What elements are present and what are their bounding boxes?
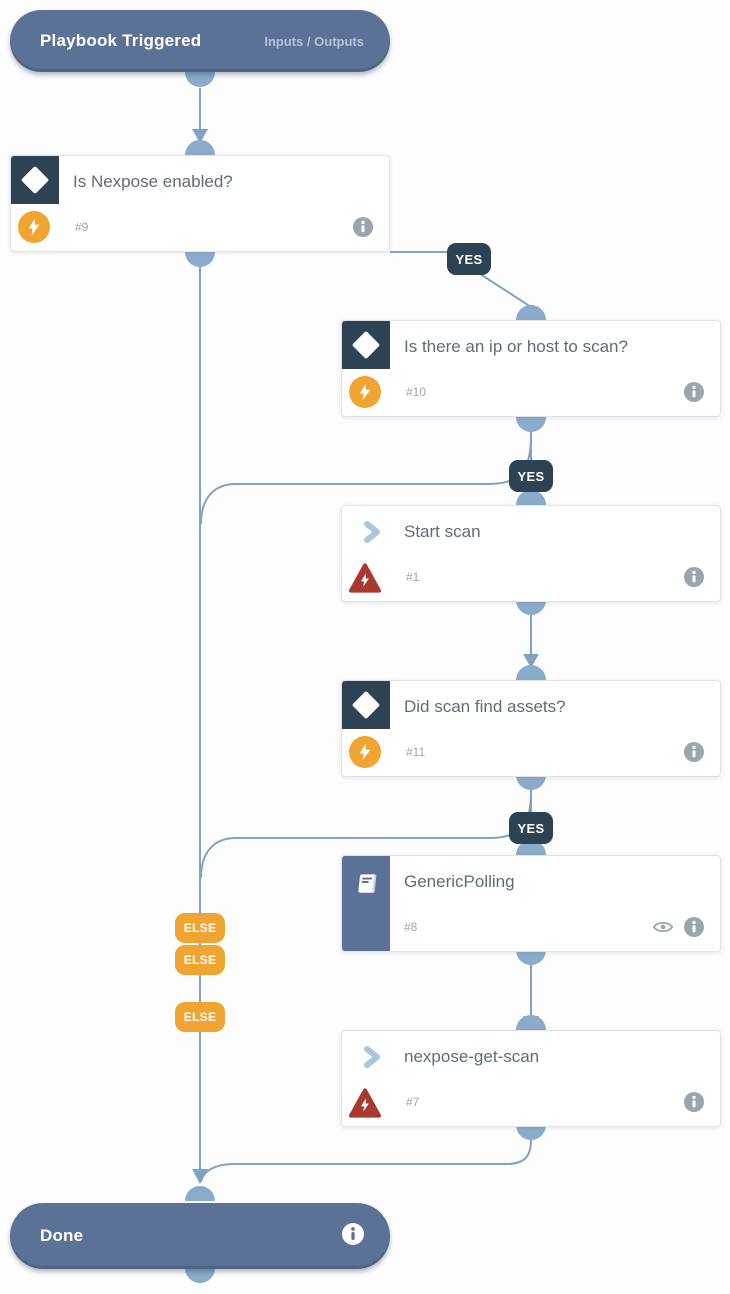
- task-title: GenericPolling: [404, 872, 515, 891]
- automation-bolt-icon: [349, 736, 381, 768]
- playbook-triggered-header[interactable]: Playbook Triggered Inputs / Outputs: [10, 10, 390, 72]
- command-chevron-icon: [360, 520, 384, 549]
- else-branch-badge[interactable]: ELSE: [175, 1002, 225, 1032]
- info-icon[interactable]: [684, 567, 704, 592]
- task-id: #8: [404, 920, 418, 934]
- task-title: nexpose-get-scan: [404, 1047, 540, 1066]
- command-chevron-icon: [360, 1045, 384, 1074]
- info-icon[interactable]: [353, 217, 373, 242]
- arrowheads: [192, 129, 539, 1184]
- yes-branch-badge[interactable]: YES: [447, 243, 491, 275]
- done-title: Done: [40, 1226, 84, 1245]
- task-node-is-nexpose-enabled[interactable]: Is Nexpose enabled? #9: [10, 155, 390, 252]
- task-node-nexpose-get-scan[interactable]: nexpose-get-scan #7: [341, 1030, 721, 1127]
- task-id: #9: [75, 220, 89, 234]
- automation-bolt-icon: [18, 211, 50, 243]
- info-icon[interactable]: [684, 1092, 704, 1117]
- eye-icon[interactable]: [652, 917, 674, 942]
- playbook-book-icon: [358, 874, 377, 893]
- condition-diamond-icon: [11, 156, 59, 204]
- task-id: #1: [406, 570, 420, 584]
- error-warning-icon: [349, 1088, 381, 1123]
- else-branch-badge[interactable]: ELSE: [175, 945, 225, 975]
- task-title: Start scan: [404, 522, 481, 541]
- task-id: #10: [406, 385, 427, 399]
- task-node-ip-or-host-to-scan[interactable]: Is there an ip or host to scan? #10: [341, 320, 721, 417]
- automation-bolt-icon: [349, 376, 381, 408]
- task-node-generic-polling[interactable]: GenericPolling #8: [341, 855, 721, 952]
- task-title: Is Nexpose enabled?: [73, 172, 233, 191]
- sub-playbook-stripe: [342, 856, 390, 951]
- else-branch-badge[interactable]: ELSE: [175, 913, 225, 943]
- task-id: #11: [406, 745, 426, 759]
- condition-diamond-icon: [342, 321, 390, 369]
- task-id: #7: [406, 1095, 420, 1109]
- condition-diamond-icon: [342, 681, 390, 729]
- error-warning-icon: [349, 563, 381, 598]
- task-title: Did scan find assets?: [404, 697, 566, 716]
- info-icon[interactable]: [684, 917, 704, 942]
- info-icon[interactable]: [684, 742, 704, 767]
- info-icon[interactable]: [342, 1222, 364, 1250]
- task-title: Is there an ip or host to scan?: [404, 337, 628, 356]
- yes-branch-badge[interactable]: YES: [509, 460, 553, 492]
- task-node-did-scan-find-assets[interactable]: Did scan find assets? #11: [341, 680, 721, 777]
- task-node-start-scan[interactable]: Start scan #1: [341, 505, 721, 602]
- header-title: Playbook Triggered: [40, 31, 202, 50]
- yes-branch-badge[interactable]: YES: [509, 812, 553, 844]
- done-node[interactable]: Done: [10, 1203, 390, 1269]
- inputs-outputs-link[interactable]: Inputs / Outputs: [264, 33, 364, 49]
- info-icon[interactable]: [684, 382, 704, 407]
